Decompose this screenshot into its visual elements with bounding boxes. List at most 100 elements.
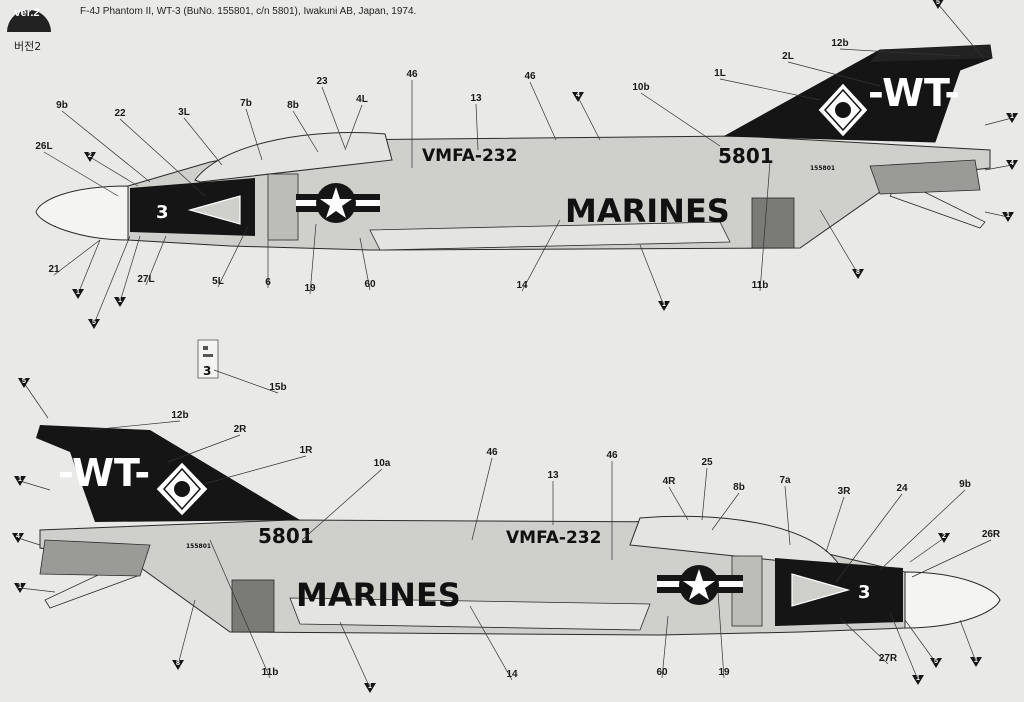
marker-leader xyxy=(339,621,371,689)
callout-label: 60 xyxy=(656,667,668,678)
leader-line xyxy=(167,434,241,463)
marker-leader xyxy=(984,117,1013,126)
tail-code-bottom: -WT- xyxy=(58,451,150,495)
modex-bottom: 5801 xyxy=(258,524,314,548)
leader-line xyxy=(911,539,992,578)
leader-line xyxy=(839,48,961,57)
marker-number: 4 xyxy=(576,92,580,99)
marker-triangle: 4 xyxy=(1006,160,1018,170)
national-insignia-bottom xyxy=(657,565,743,605)
callout-label: 2R xyxy=(234,424,248,435)
marker-leader xyxy=(23,382,49,419)
marker-triangle: 2 xyxy=(84,152,96,162)
leader-line xyxy=(245,108,263,161)
leader-line xyxy=(471,457,493,541)
marker-triangle: 2 xyxy=(938,533,950,543)
callout-label: 21 xyxy=(48,264,60,275)
callout-label: 5L xyxy=(212,276,224,287)
marker-leader xyxy=(984,164,1013,171)
nose-panel-top xyxy=(130,178,255,236)
page-title: F-4J Phantom II, WT-3 (BuNo. 155801, c/n… xyxy=(80,6,417,17)
service-stencil-top: MARINES xyxy=(565,192,730,230)
callout-label: 9b xyxy=(959,479,971,490)
marker-triangle: 1 xyxy=(1006,113,1018,123)
callout-label: 6 xyxy=(265,277,271,288)
version-badge xyxy=(7,10,51,32)
small-decal-15b: 3 xyxy=(197,339,219,379)
marker-number: 2 xyxy=(88,152,92,159)
leader-line xyxy=(719,78,821,101)
marker-triangle: 1 xyxy=(658,301,670,311)
leader-line xyxy=(521,219,561,292)
leader-line xyxy=(43,151,119,197)
marker-leader xyxy=(19,480,51,491)
marker-triangle: 1 xyxy=(1002,212,1014,222)
leader-line xyxy=(784,485,791,546)
squadron-stencil-top: VMFA-232 xyxy=(422,146,517,166)
leader-line xyxy=(53,239,101,276)
marker-leader xyxy=(909,537,945,563)
leader-line xyxy=(209,539,271,679)
squadron-badge-bottom xyxy=(155,461,209,517)
callout-label: 1R xyxy=(300,445,314,456)
callout-label: 15b xyxy=(269,382,286,393)
marker-leader xyxy=(904,619,937,664)
wing-bottom xyxy=(289,597,651,631)
marker-triangle: 5 xyxy=(932,0,944,9)
marker-number: 1 xyxy=(1006,212,1010,219)
nose-arrow-top xyxy=(187,195,241,225)
leader-line xyxy=(301,468,383,541)
leader-line xyxy=(475,103,479,151)
marker-number: 1 xyxy=(662,301,666,308)
modex-top: 5801 xyxy=(718,144,774,168)
nozzle-bottom xyxy=(39,539,151,577)
marker-number: 1 xyxy=(368,683,372,690)
squadron-badge-top xyxy=(817,82,869,138)
marker-number: 5 xyxy=(934,658,938,665)
marker-triangle: 1 xyxy=(14,583,26,593)
leader-line xyxy=(213,369,279,394)
callout-label: 7b xyxy=(240,98,252,109)
leader-line xyxy=(787,61,881,87)
callout-label: 4R xyxy=(663,476,677,487)
marker-triangle: 8 xyxy=(852,269,864,279)
callout-label: 13 xyxy=(547,470,559,481)
marker-leader xyxy=(937,3,986,61)
tail-stripe-top xyxy=(870,45,992,62)
leader-line xyxy=(668,486,689,521)
marker-triangle: 4 xyxy=(572,92,584,102)
callout-label: 10a xyxy=(374,458,391,469)
leader-lines xyxy=(43,48,992,681)
leader-line xyxy=(89,420,181,431)
callout-label: 23 xyxy=(316,76,328,87)
marker-triangle: 1 xyxy=(912,675,924,685)
callout-label: 46 xyxy=(406,69,418,80)
nose-radome-bottom xyxy=(904,571,1001,629)
aircraft-left-side-view: -WT- 3 VMFA-232 5801 MARINES 155801 xyxy=(35,44,993,251)
callout-label: 10b xyxy=(632,82,649,93)
national-insignia-top xyxy=(296,183,380,223)
leader-line xyxy=(469,605,513,681)
callout-label: 1L xyxy=(714,68,726,79)
callout-label: 3R xyxy=(838,486,852,497)
leader-line xyxy=(717,591,725,679)
leader-line xyxy=(711,492,740,531)
canopy-bottom xyxy=(629,515,841,567)
version-label: 버전2 xyxy=(14,40,42,53)
marker-number: 1 xyxy=(974,657,978,664)
callout-label: 24 xyxy=(896,483,908,494)
leader-line xyxy=(217,225,249,288)
leader-line xyxy=(879,489,966,571)
callout-label: 9b xyxy=(56,100,68,111)
marker-leader xyxy=(177,599,196,666)
leader-line xyxy=(835,493,903,583)
marker-leader xyxy=(17,537,41,546)
callout-label: 19 xyxy=(304,283,316,294)
marker-triangle: 5 xyxy=(930,658,942,668)
nose-arrow-bottom xyxy=(791,573,851,607)
leader-line xyxy=(759,161,771,292)
marker-leader xyxy=(119,235,141,303)
callout-label: 46 xyxy=(524,71,536,82)
callout-label: 60 xyxy=(364,279,376,290)
buno-bottom: 155801 xyxy=(186,543,211,550)
